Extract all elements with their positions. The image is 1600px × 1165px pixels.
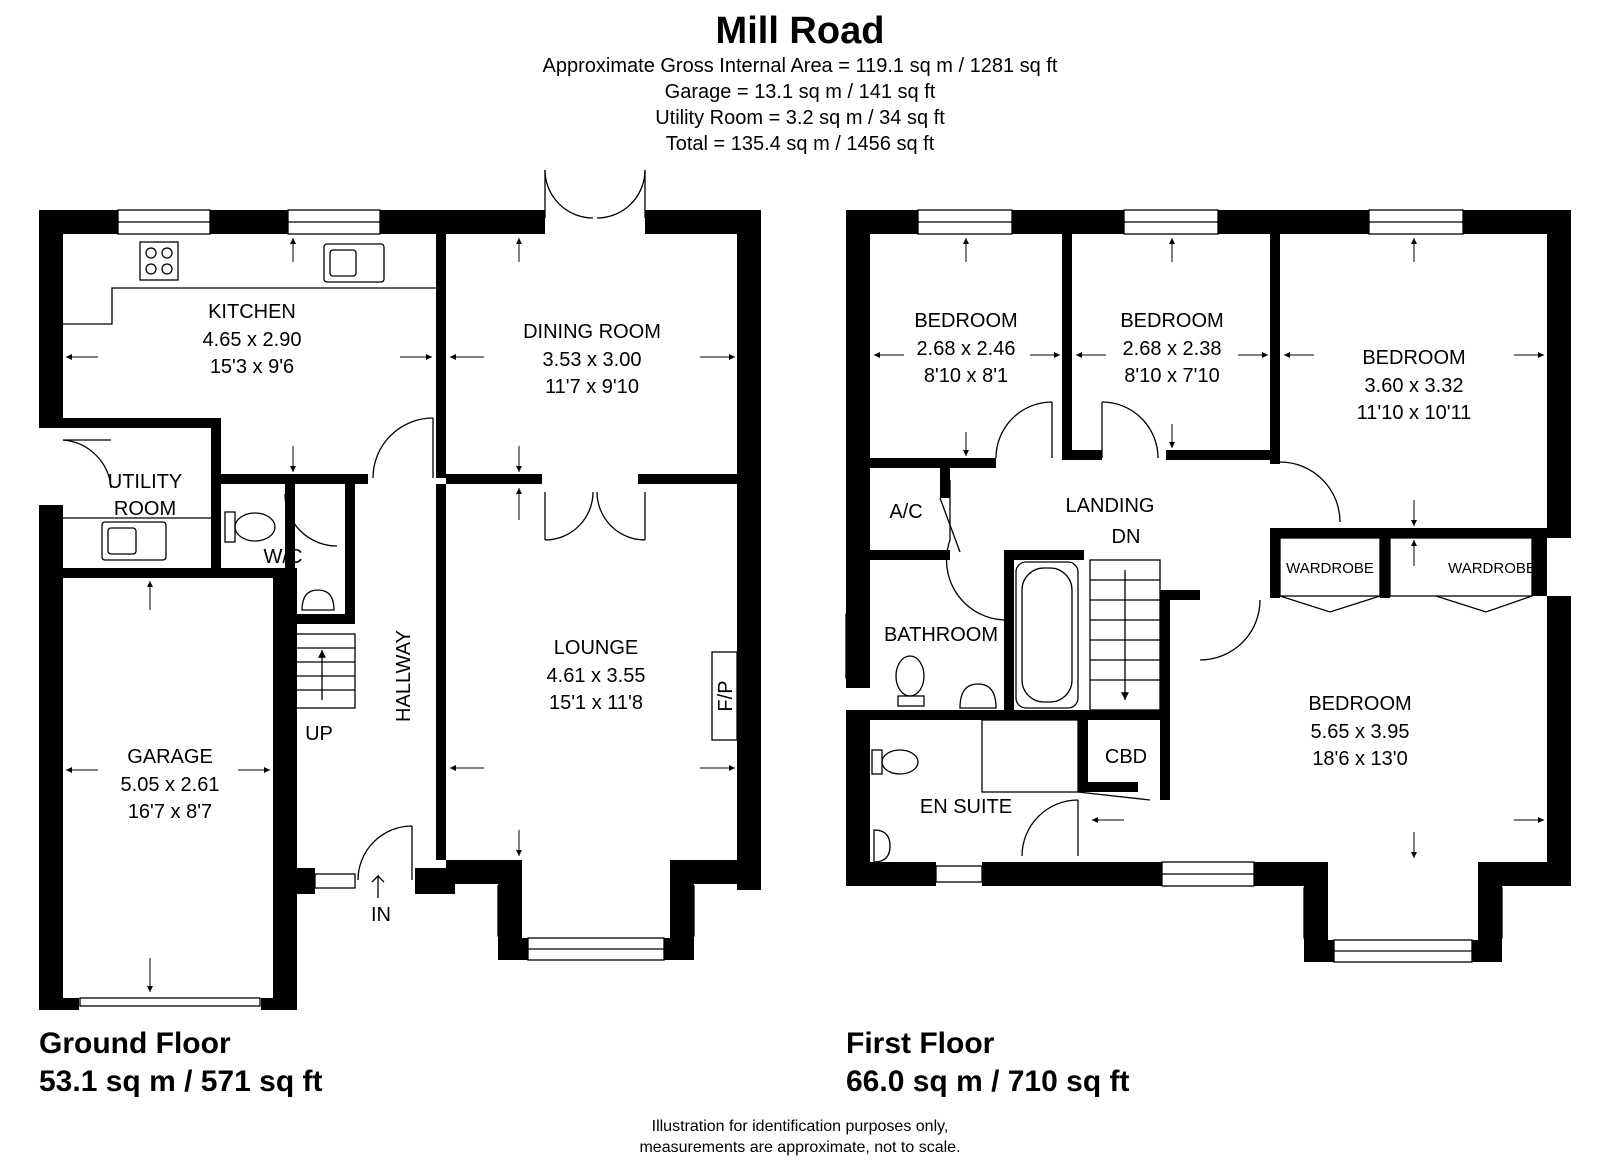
ground-floor-dimension-arrows: [66, 238, 735, 992]
ground-floor-labels: KITCHEN 4.65 x 2.90 15'3 x 9'6 DINING RO…: [108, 301, 737, 926]
bedroom-3-imperial: 11'10 x 10'11: [1357, 402, 1472, 424]
disclaimer-line-1: Illustration for identification purposes…: [651, 1118, 949, 1135]
garage-imperial: 16'7 x 8'7: [128, 801, 212, 823]
bedroom-2-name: BEDROOM: [1120, 310, 1223, 332]
ground-floor-area: 53.1 sq m / 571 sq ft: [39, 1065, 323, 1098]
bedroom-4-metric: 5.65 x 3.95: [1311, 721, 1410, 743]
lounge-imperial: 15'1 x 11'8: [549, 692, 643, 714]
plan-title: Mill Road: [715, 10, 885, 52]
cupboard-label: CBD: [1105, 746, 1147, 768]
stairs-down-label: DN: [1112, 526, 1141, 548]
utility-room-name-1: UTILITY: [108, 471, 182, 493]
dining-room-name: DINING ROOM: [523, 321, 661, 343]
first-floor-dimension-arrows: [874, 238, 1544, 858]
bedroom-3-name: BEDROOM: [1362, 347, 1465, 369]
ground-floor-walls: [39, 210, 761, 1010]
garage-name: GARAGE: [127, 746, 213, 768]
airing-cupboard-label: A/C: [889, 501, 922, 523]
first-floor-caption: First Floor: [846, 1027, 995, 1060]
bedroom-3-metric: 3.60 x 3.32: [1365, 375, 1464, 397]
garage-area: Garage = 13.1 sq m / 141 sq ft: [664, 81, 936, 103]
total-area: Total = 135.4 sq m / 1456 sq ft: [665, 133, 935, 155]
wardrobe-1-label: WARDROBE: [1286, 560, 1374, 577]
dining-room-imperial: 11'7 x 9'10: [545, 376, 639, 398]
ground-floor-plan: KITCHEN 4.65 x 2.90 15'3 x 9'6 DINING RO…: [39, 169, 761, 1010]
ground-floor-caption: Ground Floor: [39, 1027, 231, 1060]
disclaimer-line-2: measurements are approximate, not to sca…: [639, 1139, 961, 1156]
gross-internal-area: Approximate Gross Internal Area = 119.1 …: [542, 55, 1058, 77]
kitchen-name: KITCHEN: [208, 301, 296, 323]
bedroom-1-imperial: 8'10 x 8'1: [924, 365, 1008, 387]
bedroom-2-metric: 2.68 x 2.38: [1123, 338, 1222, 360]
ground-floor-fittings: [62, 169, 738, 898]
garage-metric: 5.05 x 2.61: [121, 774, 220, 796]
ground-floor-windows: [79, 209, 695, 1007]
dining-room-metric: 3.53 x 3.00: [543, 349, 642, 371]
bedroom-2-imperial: 8'10 x 7'10: [1124, 365, 1220, 387]
bedroom-4-name: BEDROOM: [1308, 693, 1411, 715]
fireplace-label: F/P: [715, 680, 737, 711]
lounge-metric: 4.61 x 3.55: [547, 665, 646, 687]
lounge-name: LOUNGE: [554, 637, 638, 659]
first-floor-labels: BEDROOM 2.68 x 2.46 8'10 x 8'1 BEDROOM 2…: [884, 310, 1536, 818]
kitchen-metric: 4.65 x 2.90: [203, 329, 302, 351]
hallway-label: HALLWAY: [393, 630, 415, 722]
bedroom-1-metric: 2.68 x 2.46: [917, 338, 1016, 360]
utility-room-area: Utility Room = 3.2 sq m / 34 sq ft: [655, 107, 945, 129]
bathroom-label: BATHROOM: [884, 624, 998, 646]
utility-room-name-2: ROOM: [114, 498, 176, 520]
entrance-label: IN: [371, 904, 391, 926]
en-suite-label: EN SUITE: [920, 796, 1012, 818]
wc-label: W/C: [264, 546, 303, 568]
first-floor-plan: BEDROOM 2.68 x 2.46 8'10 x 8'1 BEDROOM 2…: [845, 209, 1571, 963]
bedroom-1-name: BEDROOM: [914, 310, 1017, 332]
first-floor-fittings: [871, 401, 1533, 863]
landing-label: LANDING: [1066, 495, 1155, 517]
disclaimer: Illustration for identification purposes…: [0, 1116, 1600, 1158]
first-floor-walls: [846, 210, 1571, 962]
wardrobe-2-label: WARDROBE: [1448, 560, 1536, 577]
stairs-up-label: UP: [305, 723, 333, 745]
first-floor-windows: [845, 209, 1503, 963]
bedroom-4-imperial: 18'6 x 13'0: [1312, 748, 1408, 770]
first-floor-area: 66.0 sq m / 710 sq ft: [846, 1065, 1130, 1098]
kitchen-imperial: 15'3 x 9'6: [210, 356, 294, 378]
